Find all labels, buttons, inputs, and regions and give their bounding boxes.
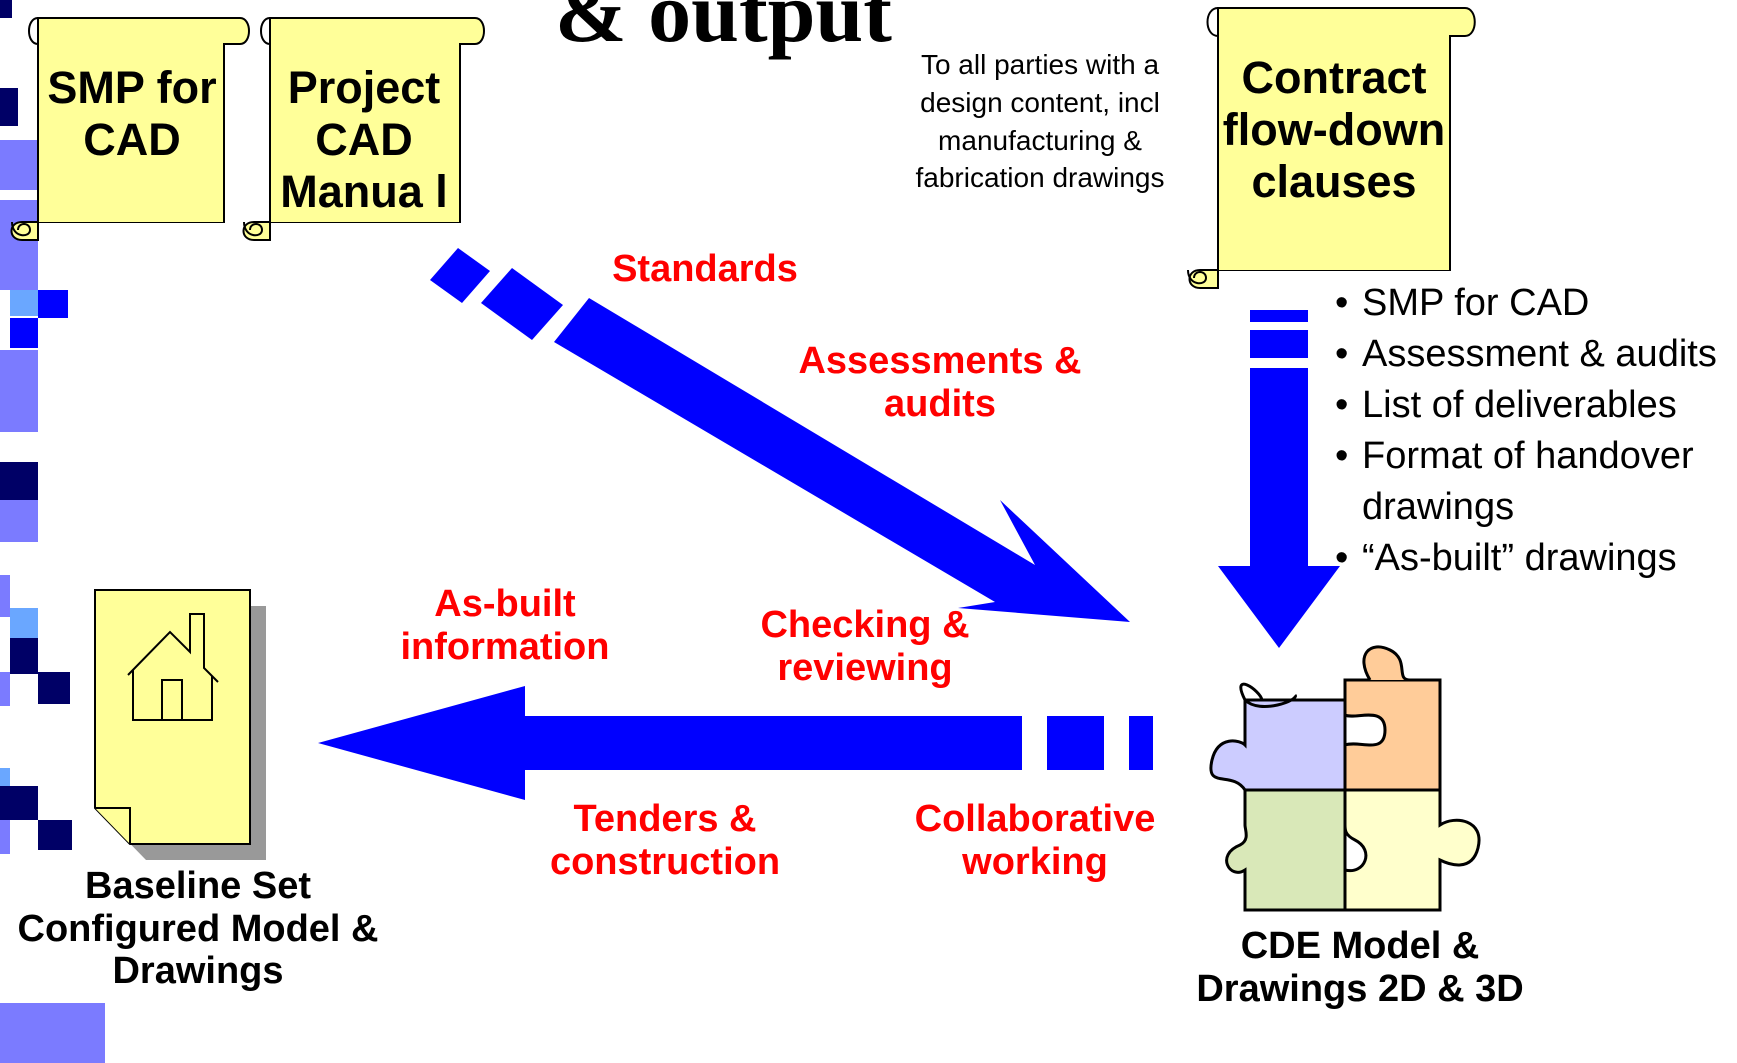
list-item: Assessment & audits xyxy=(1335,329,1737,380)
standards-label: Standards xyxy=(612,248,798,290)
house-document-icon xyxy=(94,589,266,860)
contract-flowdown-label: Contract flow-down clauses xyxy=(1222,52,1446,207)
list-item: SMP for CAD xyxy=(1335,278,1737,329)
assessments-label: Assessments & audits xyxy=(798,340,1082,425)
contract-items-list: SMP for CAD Assessment & audits List of … xyxy=(1335,278,1737,584)
standards-arrow xyxy=(430,248,1130,622)
collaborative-label: Collaborative working xyxy=(914,798,1156,883)
project-cad-manual-label: Project CAD Manua l xyxy=(280,62,448,217)
asbuilt-label: As-built information xyxy=(400,583,610,668)
list-item: Format of handover drawings xyxy=(1335,431,1737,533)
cde-caption: CDE Model & Drawings 2D & 3D xyxy=(1196,925,1524,1010)
puzzle-pieces-icon xyxy=(1209,645,1481,912)
scroll-icon xyxy=(242,17,485,241)
slide-title: & output xyxy=(555,0,892,60)
list-item: List of deliverables xyxy=(1335,380,1737,431)
flowdown-arrow xyxy=(1218,310,1340,648)
handover-arrow xyxy=(318,686,1153,800)
baseline-caption: Baseline Set Configured Model & Drawings xyxy=(17,865,379,993)
flowdown-note: To all parties with a design content, in… xyxy=(915,49,1165,194)
tenders-label: Tenders & construction xyxy=(549,798,781,883)
scroll-icon xyxy=(1187,7,1476,289)
smp-for-cad-label: SMP for CAD xyxy=(47,62,217,165)
list-item: “As-built” drawings xyxy=(1335,533,1737,584)
scroll-icon xyxy=(10,17,250,241)
checking-label: Checking & reviewing xyxy=(760,604,970,689)
